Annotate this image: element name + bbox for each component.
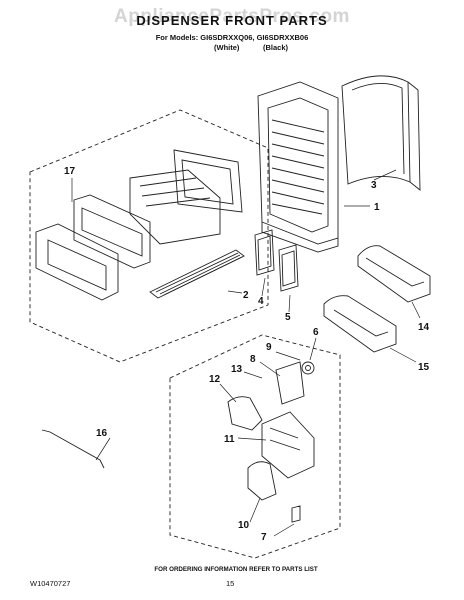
part-drip-tray-15 xyxy=(323,295,397,353)
part-11-actuator-housing xyxy=(261,411,315,479)
part-front-bezel xyxy=(35,223,119,301)
part-16-wire xyxy=(41,429,105,469)
callout-3: 3 xyxy=(371,180,377,191)
leader-lines xyxy=(71,169,421,537)
part-12-bracket xyxy=(227,396,263,431)
callout-7: 7 xyxy=(261,532,267,543)
variant-black: (Black) xyxy=(263,43,289,52)
part-circuit-board xyxy=(129,169,221,245)
callout-9: 9 xyxy=(266,342,272,353)
part-drip-tray-14 xyxy=(357,245,431,303)
dashed-assembly-outline xyxy=(29,109,269,363)
part-block-4 xyxy=(254,229,275,276)
callout-13: 13 xyxy=(231,364,243,375)
part-grille-strip xyxy=(149,249,245,299)
dashed-assembly-outline-lower xyxy=(169,334,341,559)
page-number: 15 xyxy=(226,579,235,588)
callout-15: 15 xyxy=(418,362,430,373)
callout-11: 11 xyxy=(224,434,235,445)
callout-10: 10 xyxy=(238,520,250,531)
callout-14: 14 xyxy=(418,322,430,333)
callout-17: 17 xyxy=(64,166,76,177)
part-7-screw xyxy=(291,505,301,523)
callout-12: 12 xyxy=(209,374,221,385)
part-block-5 xyxy=(278,244,299,292)
callout-2: 2 xyxy=(243,290,249,301)
document-number: W10470727 xyxy=(30,579,71,588)
callout-1: 1 xyxy=(374,202,380,213)
part-rear-frame xyxy=(173,149,243,213)
model-numbers: For Models: GI6SDRXXQ06, GI6SDRXXB06 xyxy=(155,33,309,42)
callout-8: 8 xyxy=(250,354,256,365)
callout-16: 16 xyxy=(96,428,108,439)
part-10-lever xyxy=(247,461,277,501)
part-curved-panel xyxy=(341,75,421,191)
ordering-info: FOR ORDERING INFORMATION REFER TO PARTS … xyxy=(154,566,318,573)
watermark: AppliancePartsPros.com xyxy=(114,6,350,27)
variant-white: (White) xyxy=(214,43,240,52)
page-title: DISPENSER FRONT PARTS xyxy=(136,13,328,28)
part-control-frame xyxy=(73,194,151,269)
part-housing xyxy=(257,81,339,253)
callout-5: 5 xyxy=(285,312,291,323)
callout-6: 6 xyxy=(313,327,319,338)
part-6-motor xyxy=(301,361,315,375)
callout-4: 4 xyxy=(258,296,264,307)
part-8-solenoid xyxy=(275,361,305,405)
